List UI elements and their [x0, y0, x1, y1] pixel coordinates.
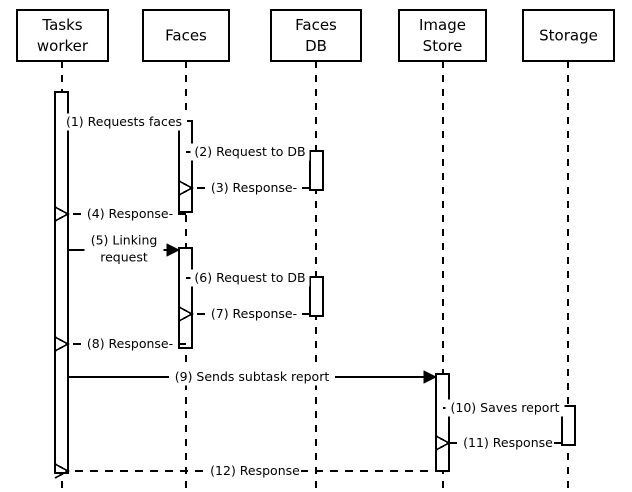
message-7: (7) Response-	[178, 305, 310, 323]
message-label-backdrop-8	[83, 335, 177, 353]
participant-storage[interactable]: Storage	[522, 9, 615, 62]
participant-faces[interactable]: Faces	[142, 9, 230, 62]
participant-box-image-store[interactable]	[398, 9, 487, 62]
participant-label-storage: Storage	[539, 26, 598, 44]
messages-layer: (1) Requests faces (2) Request to DB (3) R…	[54, 113, 565, 480]
participant-label-faces: Faces	[165, 26, 207, 44]
message-label-8: (8) Response-	[87, 336, 173, 351]
participant-box-faces-db[interactable]	[270, 9, 362, 62]
message-label-backdrop-7	[207, 305, 301, 323]
act-faces-db-1	[309, 150, 324, 191]
message-label-backdrop-6	[190, 269, 310, 287]
message-8: (8) Response-	[54, 335, 186, 353]
message-label-10: (10) Saves report	[451, 400, 560, 415]
message-6: (6) Request to DB	[186, 269, 312, 287]
arrowhead-open-3	[178, 180, 194, 196]
message-label-backdrop-10	[445, 399, 565, 417]
message-11: (11) Response	[435, 434, 562, 452]
message-label-backdrop-11	[461, 434, 555, 452]
message-3: (3) Response-	[178, 179, 310, 197]
message-label-backdrop-3	[207, 179, 301, 197]
arrowhead-open-11	[435, 435, 451, 451]
arrowhead-open-7	[178, 306, 194, 322]
act-faces-2	[178, 247, 193, 349]
message-label-backdrop-5	[84, 232, 164, 266]
arrowhead-open-8	[54, 336, 70, 352]
act-faces-1	[178, 120, 193, 213]
message-9: (9) Sends subtask report	[68, 368, 438, 386]
arrowhead-filled-9	[423, 370, 438, 384]
message-label-12: (12) Response	[210, 463, 300, 478]
message-label-1: (1) Requests faces	[66, 114, 182, 129]
message-label-backdrop-4	[83, 205, 177, 223]
message-4: (4) Response-	[54, 205, 186, 223]
act-tasks-worker	[54, 91, 69, 474]
message-2: (2) Request to DB	[186, 143, 312, 161]
arrowhead-filled-5	[166, 243, 181, 257]
message-label-11: (11) Response	[463, 435, 553, 450]
message-label-backdrop-2	[190, 143, 310, 161]
message-10: (10) Saves report	[443, 399, 565, 417]
activations-layer	[54, 91, 576, 474]
arrowhead-open-12	[54, 463, 70, 479]
act-image-store	[435, 373, 450, 472]
arrowhead-open-4	[54, 206, 70, 222]
message-label-4: (4) Response-	[87, 206, 173, 221]
participant-box-faces[interactable]	[142, 9, 230, 62]
message-label-9: (9) Sends subtask report	[175, 369, 330, 384]
message-label-backdrop-12	[208, 462, 302, 480]
act-storage	[561, 405, 576, 446]
message-1: (1) Requests faces	[61, 113, 187, 131]
message-label-2: (2) Request to DB	[194, 144, 305, 159]
message-12: (12) Response	[54, 462, 443, 480]
message-label-backdrop-9	[169, 368, 335, 386]
message-label-6: (6) Request to DB	[194, 270, 305, 285]
participant-box-tasks-worker[interactable]	[16, 9, 109, 62]
message-label-3: (3) Response-	[211, 180, 297, 195]
act-faces-db-2	[309, 276, 324, 317]
participant-box-storage[interactable]	[522, 9, 615, 62]
message-label-7: (7) Response-	[211, 306, 297, 321]
message-label-backdrop-1	[61, 113, 187, 131]
